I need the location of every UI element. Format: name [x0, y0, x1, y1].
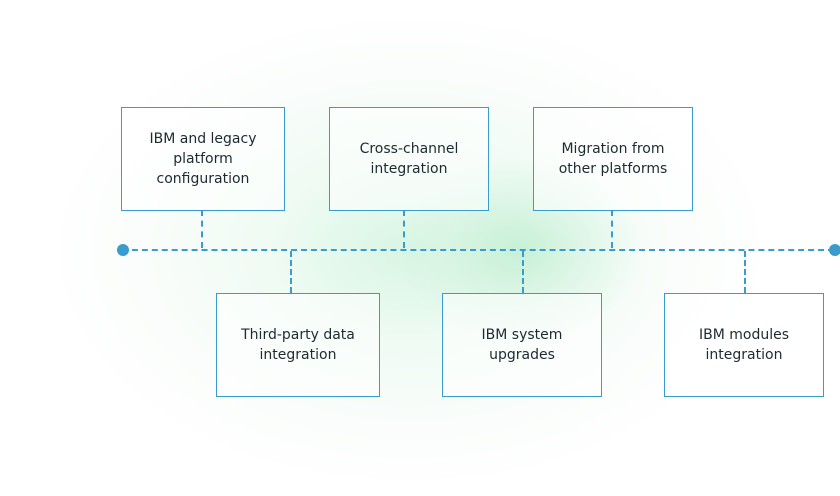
timeline-item-cross-channel: Cross-channel integration [329, 107, 489, 211]
timeline-line [122, 249, 834, 251]
timeline-item-ibm-legacy-config: IBM and legacy platform configuration [121, 107, 285, 211]
timeline-item-system-upgrades: IBM system upgrades [442, 293, 602, 397]
connector-top-3 [611, 210, 613, 248]
connector-bottom-2 [522, 251, 524, 293]
connector-bottom-3 [744, 251, 746, 293]
timeline-end-dot [829, 244, 840, 256]
timeline-item-modules: IBM modules integration [664, 293, 824, 397]
connector-top-2 [403, 210, 405, 248]
connector-bottom-1 [290, 251, 292, 293]
item-label: IBM system upgrades [481, 327, 563, 363]
item-label: IBM modules integration [698, 327, 790, 363]
timeline-item-migration: Migration from other platforms [533, 107, 693, 211]
item-label: Migration from other platforms [558, 141, 668, 177]
connector-top-1 [201, 210, 203, 248]
timeline-start-dot [117, 244, 129, 256]
timeline-item-third-party: Third-party data integration [216, 293, 380, 397]
item-label: Third-party data integration [241, 327, 355, 363]
item-label: IBM and legacy platform configuration [149, 131, 257, 187]
item-label: Cross-channel integration [359, 141, 459, 177]
